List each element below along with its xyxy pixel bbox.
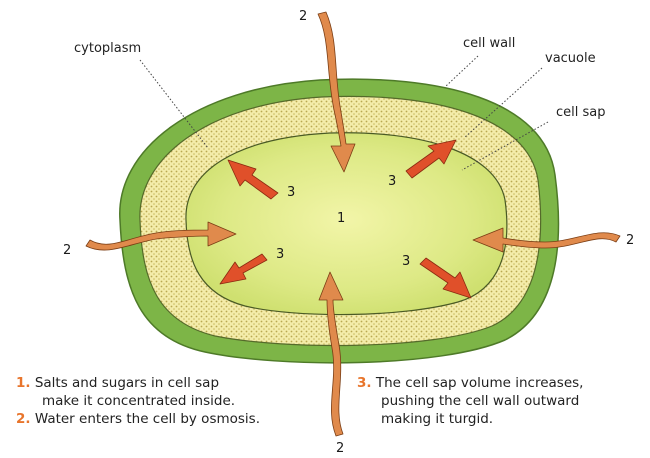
note-3-line-1: The cell sap volume increases,	[376, 375, 584, 391]
marker-3-lower-left: 3	[276, 247, 284, 262]
cell-wall-pointer	[446, 56, 478, 86]
note-1: 1. Salts and sugars in cell sap make it …	[16, 374, 326, 410]
note-3: 3. The cell sap volume increases, pushin…	[357, 374, 647, 428]
cell-sap-label: cell sap	[556, 105, 606, 120]
note-3-line-2: pushing the cell wall outward	[381, 393, 579, 409]
note-1-line-2: make it concentrated inside.	[42, 393, 235, 409]
marker-2-top: 2	[299, 9, 307, 24]
note-2-number: 2.	[16, 411, 31, 427]
marker-2-right: 2	[626, 233, 634, 248]
note-2: 2. Water enters the cell by osmosis.	[16, 410, 336, 428]
marker-2-left: 2	[63, 243, 71, 258]
note-3-line-3: making it turgid.	[381, 411, 493, 427]
note-2-line-1: Water enters the cell by osmosis.	[35, 411, 260, 427]
note-1-line-1: Salts and sugars in cell sap	[35, 375, 219, 391]
note-3-number: 3.	[357, 375, 372, 391]
marker-2-bottom: 2	[336, 441, 344, 456]
marker-3-upper-left: 3	[287, 185, 295, 200]
vacuole-label: vacuole	[545, 51, 596, 66]
cytoplasm-label: cytoplasm	[74, 41, 141, 56]
marker-3-upper-right: 3	[388, 174, 396, 189]
note-1-number: 1.	[16, 375, 31, 391]
cell-wall-label: cell wall	[463, 36, 515, 51]
marker-3-lower-right: 3	[402, 254, 410, 269]
marker-1-center: 1	[337, 211, 345, 226]
